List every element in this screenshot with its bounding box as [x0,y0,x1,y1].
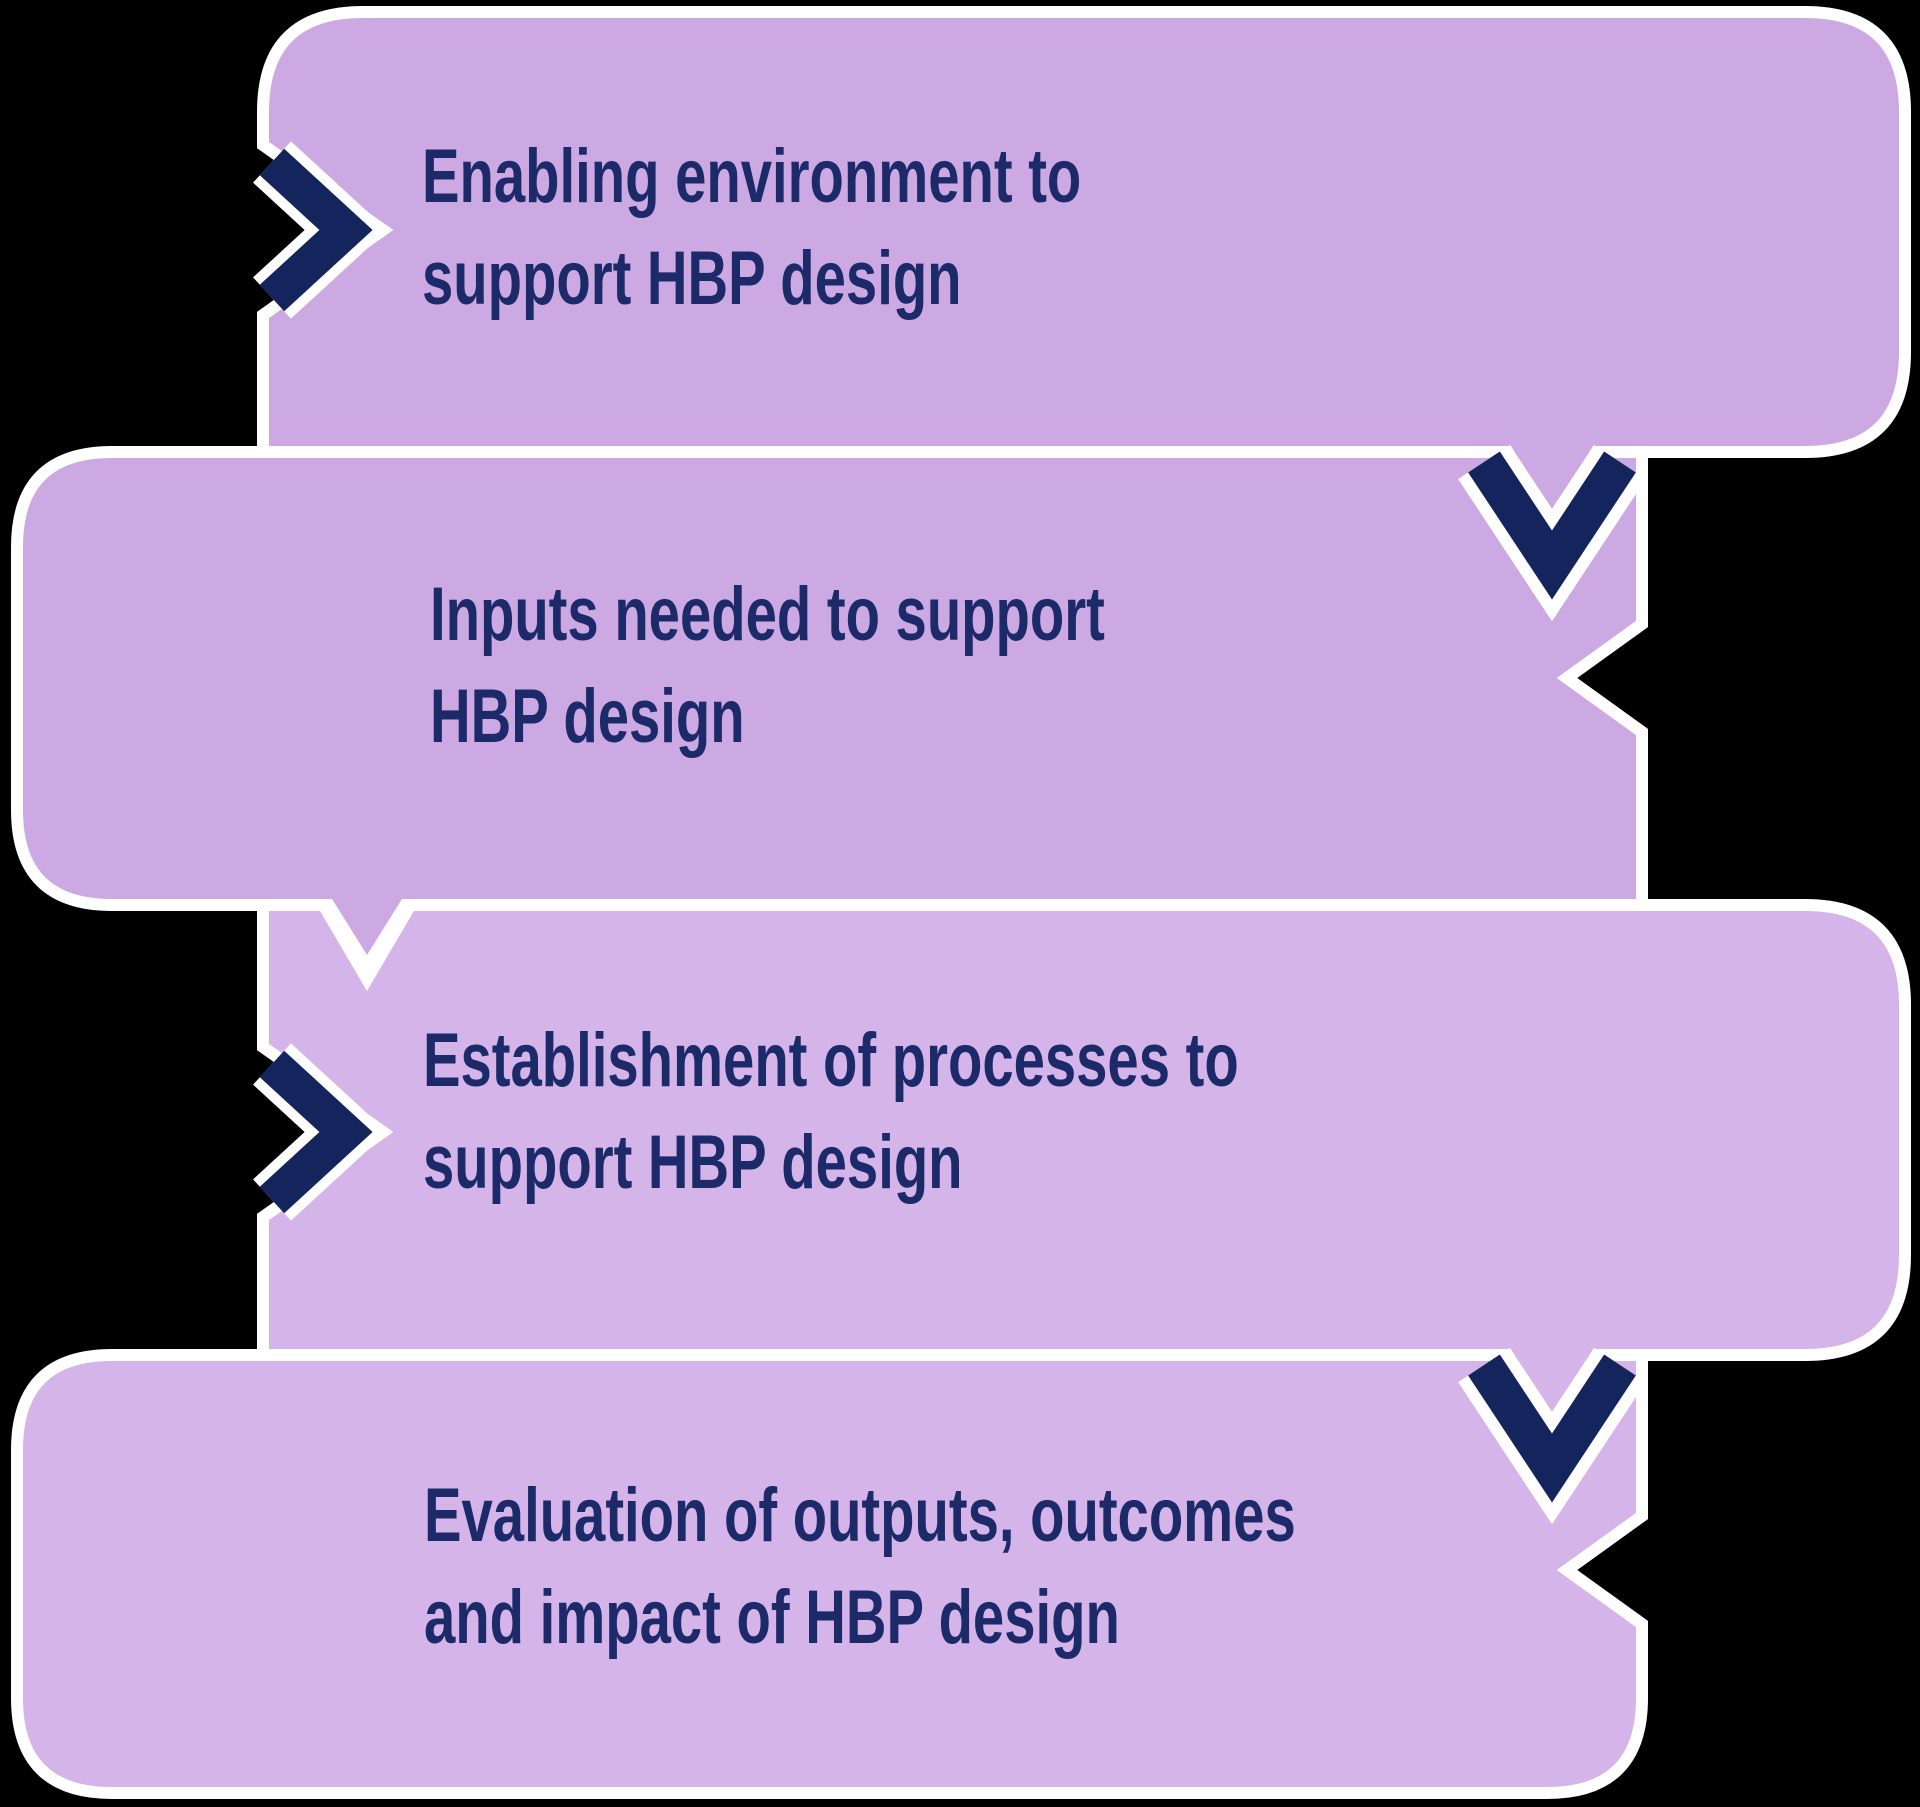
chevron-down-tongue [1510,444,1594,522]
step-box-3 [257,899,1911,1361]
chevron-right-icon [253,1043,388,1221]
step-label-4: Evaluation of outputs, outcomes and impa… [424,1465,1296,1669]
chevron-down-stroke [1468,451,1636,600]
step-label-2: Inputs needed to support HBP design [430,564,1105,768]
step-label-line: Establishment of processes to [423,1018,1239,1103]
step-label-line: support HBP design [423,1120,963,1205]
step-label-line: support HBP design [422,236,962,321]
step-label-line: Enabling environment to [422,134,1082,219]
step-label-line: Inputs needed to support [430,572,1105,657]
chevron-down-stroke [1468,1354,1636,1503]
step-box-2 [11,446,1648,911]
pointer-tab [313,891,421,991]
chevron-down-icon [1458,1347,1646,1525]
step-box-4 [11,1349,1648,1799]
step-label-3: Establishment of processes to support HB… [423,1010,1239,1214]
chevron-right-stroke [259,1050,373,1214]
chevron-down-icon [1458,444,1646,622]
chevron-right-stroke [259,148,373,312]
step-label-line: HBP design [430,674,745,759]
step-label-1: Enabling environment to support HBP desi… [422,126,1081,330]
step-label-line: and impact of HBP design [424,1575,1120,1660]
step-label-line: Evaluation of outputs, outcomes [424,1473,1296,1558]
chevron-right-icon [253,141,388,319]
pointer-tab-fill [327,891,407,955]
step-box-1 [257,6,1911,458]
chevron-down-tongue [1510,1347,1594,1425]
